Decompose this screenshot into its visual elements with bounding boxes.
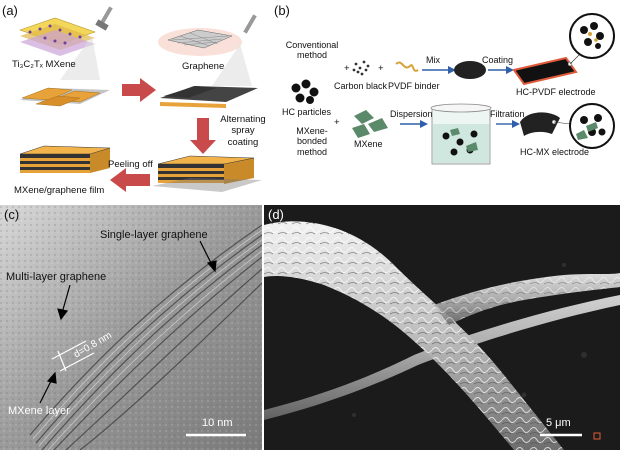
filtration-label: Filtration: [490, 109, 525, 119]
graphene-label: Graphene: [182, 61, 225, 72]
panel-a: (a): [0, 0, 270, 205]
arrow-down-icon: [190, 118, 216, 154]
pvdf-binder-label: PVDF binder: [388, 81, 440, 91]
multi-layer-label: Multi-layer graphene: [6, 271, 107, 283]
film-label: MXene/graphene film: [14, 185, 105, 196]
panel-d: (d) 5 μm: [264, 205, 620, 450]
hc-particles-icon: [291, 79, 319, 104]
c-scale-text: 10 nm: [202, 417, 233, 429]
mxene-label: Ti₃C₂Tₓ MXene: [12, 59, 76, 70]
graphene-coated-substrate: [160, 86, 258, 108]
spray-gun-icon: [60, 6, 113, 80]
hc-mx-label: HC-MX electrode: [520, 147, 590, 157]
hc-particles-label: HC particles: [282, 107, 332, 117]
panel-a-label: (a): [2, 3, 18, 18]
mix-label: Mix: [426, 55, 440, 65]
tem-image: [0, 205, 262, 450]
hc-mx-plate: [520, 112, 560, 136]
dispersion-label: Dispersion: [390, 109, 433, 119]
graphene-sheet: [158, 28, 242, 56]
plus-1: +: [344, 63, 350, 74]
coating-label: Coating: [482, 55, 514, 65]
d-scale-text: 5 μm: [546, 417, 571, 429]
plus-3: +: [334, 117, 340, 128]
hc-pvdf-zoom: [569, 13, 615, 59]
peel-step-label: Peeling off: [108, 159, 153, 170]
hc-pvdf-plate: [512, 56, 578, 86]
mxene-b-label: MXene: [354, 139, 383, 149]
carbon-black-label: Carbon black: [334, 81, 388, 91]
spray-step-label: Alternating spray coating: [215, 114, 271, 148]
mxene-bonded-label: MXene-bonded method: [282, 126, 342, 157]
panel-b: (b): [270, 0, 620, 205]
panel-b-graphics: [291, 13, 615, 165]
plus-2: +: [378, 63, 384, 74]
mxene-flakes-icon: [352, 110, 388, 138]
spray-step-text: Alternating spray coating: [220, 114, 266, 148]
mxene-crystal-icon: [19, 17, 96, 56]
hc-pvdf-label: HC-PVDF electrode: [516, 87, 596, 97]
mxene-substrate: [20, 87, 110, 107]
conventional-method-label: Conventional method: [282, 40, 342, 61]
mxene-bonded-text: MXene-bonded method: [296, 126, 328, 157]
conventional-method-text: Conventional method: [285, 40, 339, 61]
carbon-black-icon: [352, 60, 370, 76]
mxene-layer-label: MXene layer: [8, 405, 70, 417]
beaker-icon: [430, 103, 492, 165]
panel-c: (c) Single-layer graphene Multi-layer gr…: [0, 205, 262, 450]
sem-image: [264, 205, 620, 450]
panel-c-label: (c): [4, 207, 20, 222]
slurry-icon: [454, 61, 486, 79]
arrow-right-icon: [122, 78, 156, 102]
stacked-film-right: [152, 155, 262, 192]
single-layer-label: Single-layer graphene: [100, 229, 208, 241]
free-film-left: [19, 145, 111, 173]
arrow-left-icon: [110, 168, 150, 192]
pvdf-binder-icon: [395, 61, 419, 72]
panel-b-label: (b): [274, 3, 290, 18]
panel-d-label: (d): [268, 207, 284, 222]
panel-a-graphics: [19, 6, 262, 192]
